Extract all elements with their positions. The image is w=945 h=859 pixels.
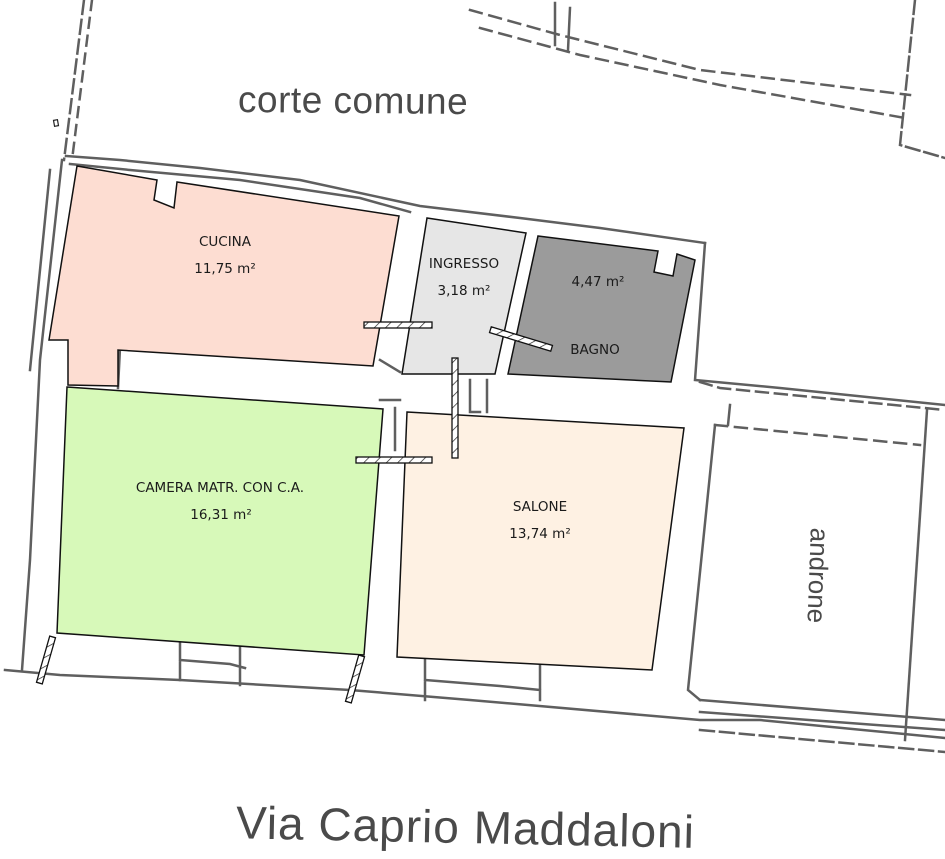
room-area-salone: 13,74 m² [509,526,571,542]
room-area-camera: 16,31 m² [190,507,252,523]
door-ingresso-salone [451,357,459,459]
doors [35,321,554,704]
room-camera[interactable] [56,386,384,656]
room-name-cucina: CUCINA [198,234,252,250]
cadastral-walls [3,0,945,754]
room-area-bagno: 4,47 m² [571,274,625,290]
door-ingresso-bagno [488,325,554,353]
window-camera-left [35,635,57,685]
window-camera-right [344,654,366,704]
room-name-bagno: BAGNO [570,342,620,358]
label-corte-comune: corte comune [237,78,469,123]
room-bagno[interactable] [507,235,696,383]
label-androne: androne [801,527,835,624]
door-camera-salone [355,456,433,464]
survey-marker [52,119,60,127]
room-name-salone: SALONE [512,499,568,515]
label-street: Via Caprio Maddaloni [235,796,696,858]
room-area-cucina: 11,75 m² [194,261,256,277]
door-cucina-ingresso [363,321,433,329]
room-salone[interactable] [396,411,685,671]
room-area-ingresso: 3,18 m² [437,283,491,299]
room-cucina[interactable] [48,165,400,387]
room-name-ingresso: INGRESSO [428,256,500,272]
room-name-camera: CAMERA MATR. CON C.A. [135,480,305,496]
